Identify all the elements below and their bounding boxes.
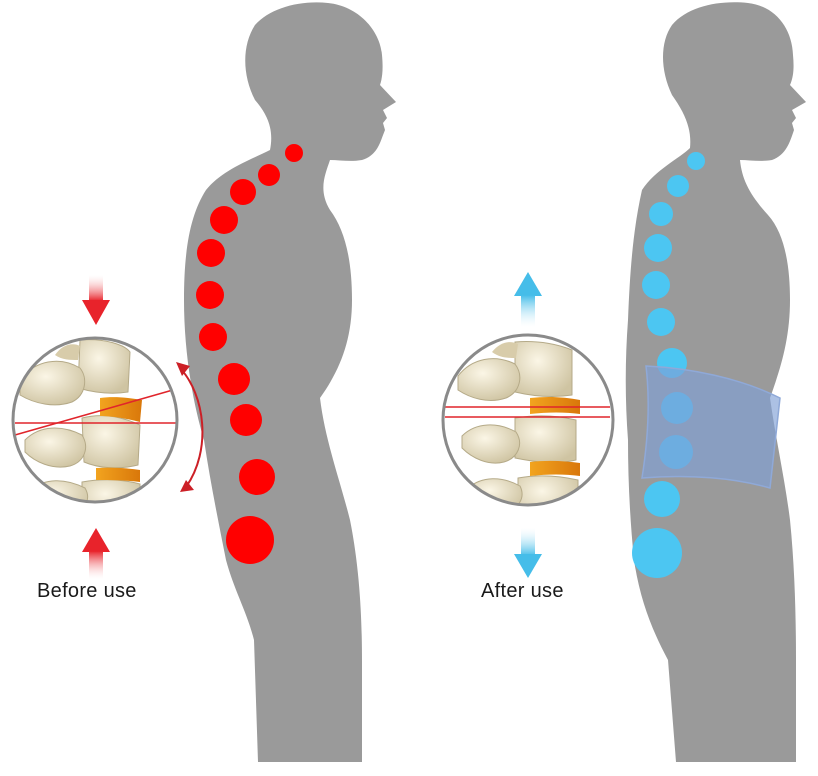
alignment-line-tilted [14,387,177,436]
vertebra-dot [285,144,303,162]
vertebra-dot [642,271,670,299]
silhouette-before [184,2,396,762]
vertebra-dot [210,206,238,234]
spine-closeup-before [11,336,179,504]
vertebra-dot [644,234,672,262]
vertebra-dot [196,281,224,309]
arrow-up-icon [514,272,542,327]
disc [530,396,580,414]
arrow-down-icon [82,275,110,325]
arrow-up-icon [82,528,110,579]
caption-before-use: Before use [37,580,137,602]
vertebra-dot [239,459,275,495]
vertebra-dot [218,363,250,395]
vertebra-dot [687,152,705,170]
vertebra-dot [197,239,225,267]
vertebra-dot [258,164,280,186]
curved-double-arrow-icon [176,362,204,492]
lumbar-brace [641,365,781,489]
disc-compressed [100,397,142,422]
vertebra-dot [632,528,682,578]
spine-dots-after [632,152,705,578]
caption-after-use: After use [481,580,564,602]
vertebra-dot [667,175,689,197]
vertebra-dot [226,516,274,564]
vertebra-dot [649,202,673,226]
vertebra-dot [644,481,680,517]
disc [96,467,140,482]
disc [530,460,580,476]
vertebra-dot [647,308,675,336]
spine-dots-before [196,144,303,564]
vertebra-dot [199,323,227,351]
arrow-down-icon [514,528,542,578]
spine-closeup-after [441,333,615,507]
vertebra-dot [230,179,256,205]
vertebra-dot [230,404,262,436]
